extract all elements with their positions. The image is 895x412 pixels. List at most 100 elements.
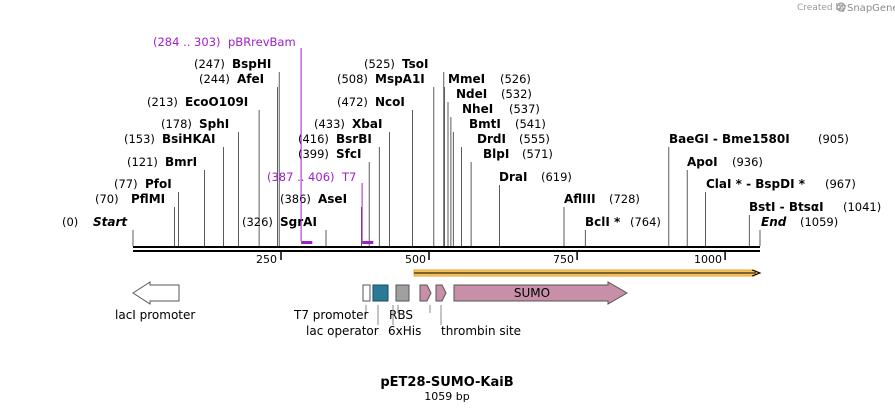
site-pos-pfoi: (77) xyxy=(114,177,138,191)
site-name-apoi[interactable]: ApoI xyxy=(687,155,718,169)
site-name-sgrai[interactable]: SgrAI xyxy=(280,215,317,229)
site-name-tsoi[interactable]: TsoI xyxy=(402,57,428,71)
primers: (284 .. 303) pBRrevBam (387 .. 406) T7 xyxy=(153,35,374,244)
primer-bar-pbrrevbam[interactable] xyxy=(301,241,313,244)
features: lacI promoter T7 promoter lac operator R… xyxy=(115,281,628,338)
site-name-start[interactable]: Start xyxy=(93,215,128,229)
site-name-bsihkai[interactable]: BsiHKAI xyxy=(162,132,216,146)
site-name-sfci[interactable]: SfcI xyxy=(336,147,361,161)
site-pos-pflmi: (70) xyxy=(95,192,119,206)
primer-bar-t7[interactable] xyxy=(362,241,374,244)
feature-label-thrombin-site: thrombin site xyxy=(441,324,521,338)
site-pos-tsoi: (525) xyxy=(364,57,395,71)
feature-label-rbs: RBS xyxy=(389,308,413,322)
site-name-ncoi[interactable]: NcoI xyxy=(375,95,405,109)
site-labels: (0) Start (70) PflMI (77) PfoI (121) Bmr… xyxy=(62,57,881,229)
site-lines xyxy=(132,72,761,246)
feature-label-laci-promoter: lacI promoter xyxy=(115,308,195,322)
site-name-drdi[interactable]: DrdI xyxy=(477,132,506,146)
snapgene-logo-icon xyxy=(836,2,846,12)
site-name-afliii[interactable]: AflIII xyxy=(564,192,596,206)
feature-t7-promoter[interactable] xyxy=(362,284,371,302)
site-pos-baegi: (905) xyxy=(818,132,849,146)
site-name-xbai[interactable]: XbaI xyxy=(352,117,382,131)
site-pos-afliii: (728) xyxy=(609,192,640,206)
primer-name-t7[interactable]: T7 xyxy=(341,170,356,184)
map-title: pET28-SUMO-KaiB xyxy=(380,375,513,390)
site-pos-bsrbi: (416) xyxy=(298,132,329,146)
site-name-sphi[interactable]: SphI xyxy=(199,117,229,131)
site-pos-mmei: (526) xyxy=(500,72,531,86)
site-pos-bmri: (121) xyxy=(127,155,158,169)
site-name-pfoi[interactable]: PfoI xyxy=(145,177,172,191)
site-name-clai[interactable]: ClaI * - BspDI * xyxy=(706,177,806,191)
site-name-nhei[interactable]: NheI xyxy=(462,102,493,116)
ruler-tick-1000: 1000 xyxy=(694,253,722,266)
feature-6xhis[interactable] xyxy=(372,284,389,302)
site-pos-ecoo109i: (213) xyxy=(147,95,178,109)
site-name-ndei[interactable]: NdeI xyxy=(456,87,487,101)
site-name-baegi[interactable]: BaeGI - Bme1580I xyxy=(669,132,790,146)
site-pos-bsphi: (247) xyxy=(194,57,225,71)
site-name-bmri[interactable]: BmrI xyxy=(165,155,197,169)
site-pos-bsti: (1041) xyxy=(843,200,881,214)
site-pos-start: (0) xyxy=(62,215,78,229)
feature-laci-promoter[interactable] xyxy=(132,281,180,305)
feature-label-sumo: SUMO xyxy=(514,286,550,300)
site-name-drai[interactable]: DraI xyxy=(499,170,527,184)
site-name-pflmi[interactable]: PflMI xyxy=(131,192,165,206)
site-pos-apoi: (936) xyxy=(732,155,763,169)
site-pos-bcli: (764) xyxy=(630,215,661,229)
feature-sumo[interactable] xyxy=(453,281,628,305)
site-name-ecoo109i[interactable]: EcoO109I xyxy=(185,95,248,109)
feature-rbs[interactable] xyxy=(395,284,410,302)
feature-linker-arrow[interactable] xyxy=(419,284,432,302)
feature-label-6xhis: 6xHis xyxy=(388,324,421,338)
site-name-bsti[interactable]: BstI - BtsαI xyxy=(749,200,824,214)
site-name-mspa1i[interactable]: MspA1I xyxy=(375,72,425,86)
backbone-top-strand xyxy=(133,246,760,248)
site-pos-xbai: (433) xyxy=(314,117,345,131)
site-pos-blpi: (571) xyxy=(522,147,553,161)
site-pos-clai: (967) xyxy=(825,177,856,191)
site-pos-drdi: (555) xyxy=(519,132,550,146)
site-pos-sphi: (178) xyxy=(161,117,192,131)
site-name-bmti[interactable]: BmtI xyxy=(469,117,501,131)
feature-label-lac-operator: lac operator xyxy=(306,324,379,338)
site-pos-asei: (386) xyxy=(280,192,311,206)
site-pos-afei: (244) xyxy=(199,72,230,86)
orf-arrow[interactable] xyxy=(413,269,762,277)
site-pos-mspa1i: (508) xyxy=(337,72,368,86)
site-pos-nhei: (537) xyxy=(509,102,540,116)
site-name-blpi[interactable]: BlpI xyxy=(483,147,509,161)
site-name-bsphi[interactable]: BspHI xyxy=(232,57,271,71)
site-pos-ndei: (532) xyxy=(501,87,532,101)
site-pos-ncoi: (472) xyxy=(337,95,368,109)
site-name-afei[interactable]: AfeI xyxy=(237,72,264,86)
site-pos-bsihkai: (153) xyxy=(124,132,155,146)
feature-label-t7-promoter: T7 promoter xyxy=(293,308,369,322)
site-name-bcli[interactable]: BclI * xyxy=(585,215,621,229)
site-name-asei[interactable]: AseI xyxy=(318,192,347,206)
site-pos-drai: (619) xyxy=(541,170,572,184)
ruler-tick-250: 250 xyxy=(256,253,277,266)
ruler: 250 500 750 1000 xyxy=(256,252,726,266)
backbone-bottom-strand xyxy=(133,250,760,252)
site-name-end[interactable]: End xyxy=(761,215,787,229)
ruler-tick-500: 500 xyxy=(405,253,426,266)
site-pos-sfci: (399) xyxy=(298,147,329,161)
site-pos-sgrai: (326) xyxy=(242,215,273,229)
feature-thrombin-site[interactable] xyxy=(435,284,447,302)
brand-prefix: Created by xyxy=(797,3,847,13)
site-pos-bmti: (541) xyxy=(515,117,546,131)
primer-range-pbrrevbam: (284 .. 303) xyxy=(153,35,221,49)
site-name-bsrbi[interactable]: BsrBI xyxy=(336,132,372,146)
primer-name-pbrrevbam[interactable]: pBRrevBam xyxy=(228,35,296,49)
map-length: 1059 bp xyxy=(424,390,469,403)
brand-name: SnapGene xyxy=(847,3,895,14)
site-name-mmei[interactable]: MmeI xyxy=(448,72,485,86)
ruler-tick-750: 750 xyxy=(553,253,574,266)
site-pos-end: (1059) xyxy=(800,215,838,229)
backbone xyxy=(133,246,760,252)
